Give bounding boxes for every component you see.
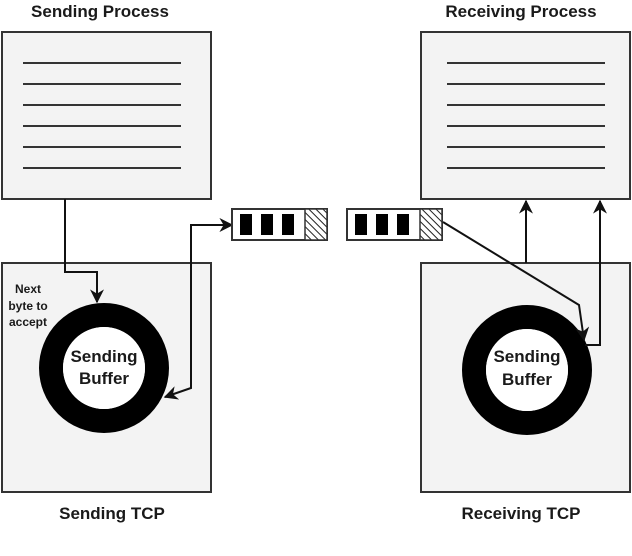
buffer-to-segment-arrow xyxy=(163,218,234,400)
data-byte-cell xyxy=(376,214,388,235)
receiving-buffer-ring: Sending Buffer xyxy=(462,305,592,435)
data-byte-cell xyxy=(261,214,273,235)
sending-tcp-title: Sending TCP xyxy=(59,504,165,523)
receiving-tcp-title: Receiving TCP xyxy=(461,504,580,523)
outgoing-segment xyxy=(231,208,328,241)
receiving-process-box xyxy=(420,31,631,200)
note-line-2: byte to xyxy=(8,299,47,313)
receiving-process-title: Receiving Process xyxy=(445,2,596,21)
receiving-buffer-label-2: Buffer xyxy=(502,370,552,389)
next-byte-note: Next byte to accept xyxy=(8,282,47,329)
sending-buffer-label-1: Sending xyxy=(70,347,137,366)
note-line-1: Next xyxy=(15,282,41,296)
sending-process-title: Sending Process xyxy=(31,2,169,21)
sending-process-text-lines xyxy=(23,62,181,169)
hatched-byte-cell xyxy=(304,208,328,241)
data-byte-cell xyxy=(240,214,252,235)
note-line-3: accept xyxy=(9,315,47,329)
hatched-byte-cell xyxy=(419,208,443,241)
data-byte-cell xyxy=(355,214,367,235)
receiving-buffer-label-1: Sending xyxy=(493,347,560,366)
incoming-segment xyxy=(346,208,443,241)
receiving-process-text-lines xyxy=(447,62,605,169)
data-byte-cell xyxy=(282,214,294,235)
segment-to-buffer-arrow xyxy=(442,221,590,342)
sending-buffer-label-2: Buffer xyxy=(79,369,129,388)
data-byte-cell xyxy=(397,214,409,235)
process-to-buffer-arrow xyxy=(64,199,104,304)
buffer-to-process-arrow xyxy=(585,199,607,346)
sending-process-box xyxy=(1,31,212,200)
sending-buffer-ring: Sending Buffer xyxy=(39,303,169,433)
